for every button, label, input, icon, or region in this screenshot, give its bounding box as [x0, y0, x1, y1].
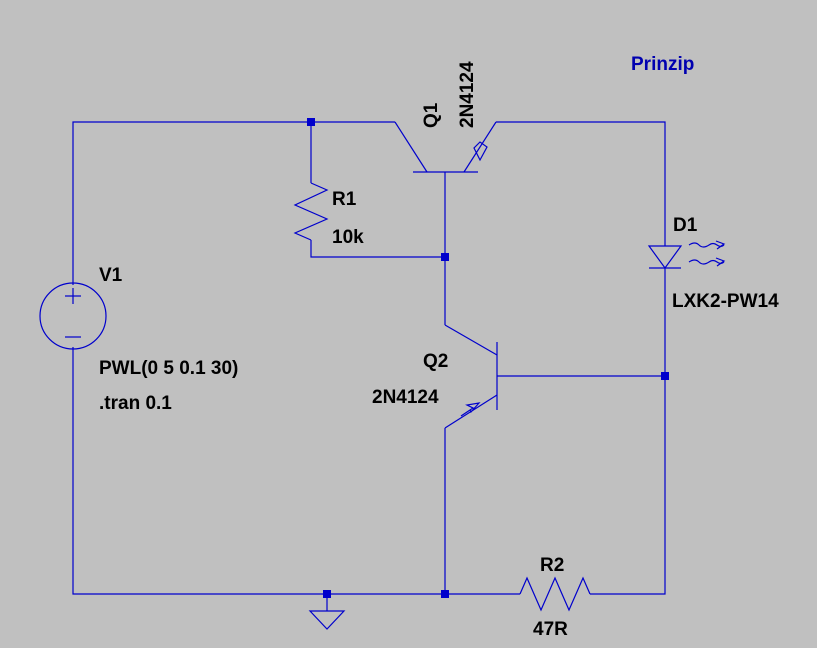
schematic-title: Prinzip [631, 54, 694, 75]
q1-ref-label: Q1 [421, 102, 442, 128]
transistor-q2-symbol [444, 324, 498, 429]
r1-ref-label: R1 [332, 189, 357, 210]
junctions [307, 118, 669, 598]
source-symbol [39, 282, 107, 350]
d1-ref-label: D1 [673, 215, 698, 236]
wire-r1-bottom [310, 240, 445, 258]
resistor-r2-symbol [519, 576, 591, 612]
ground-icon [308, 610, 346, 630]
q1-emitter-arrow-icon [473, 141, 488, 162]
wire-bottom [72, 347, 520, 595]
led-light-ray-1-icon [688, 242, 725, 248]
q2-model-label: 2N4124 [372, 387, 439, 408]
wire-top-left [72, 121, 395, 285]
r1-value-label: 10k [332, 227, 364, 248]
led-light-ray-2-icon [688, 259, 725, 265]
resistor-r1-symbol [293, 182, 329, 241]
led-d1-symbol [647, 240, 726, 270]
wire-right-rail [590, 268, 666, 595]
q2-ref-label: Q2 [423, 351, 448, 372]
r2-ref-label: R2 [540, 555, 564, 576]
wire-top-right [496, 121, 666, 246]
q2-emitter-arrow-icon [460, 402, 481, 417]
v1-value-label: PWL(0 5 0.1 30) [99, 358, 238, 379]
tran-directive-label: .tran 0.1 [99, 393, 172, 414]
d1-model-label: LXK2-PW14 [672, 291, 779, 312]
r2-value-label: 47R [533, 619, 568, 640]
q1-model-label: 2N4124 [457, 61, 478, 128]
voltage-source-v1 [39, 282, 107, 350]
transistor-q1-symbol [394, 121, 497, 173]
v1-ref-label: V1 [99, 265, 123, 286]
